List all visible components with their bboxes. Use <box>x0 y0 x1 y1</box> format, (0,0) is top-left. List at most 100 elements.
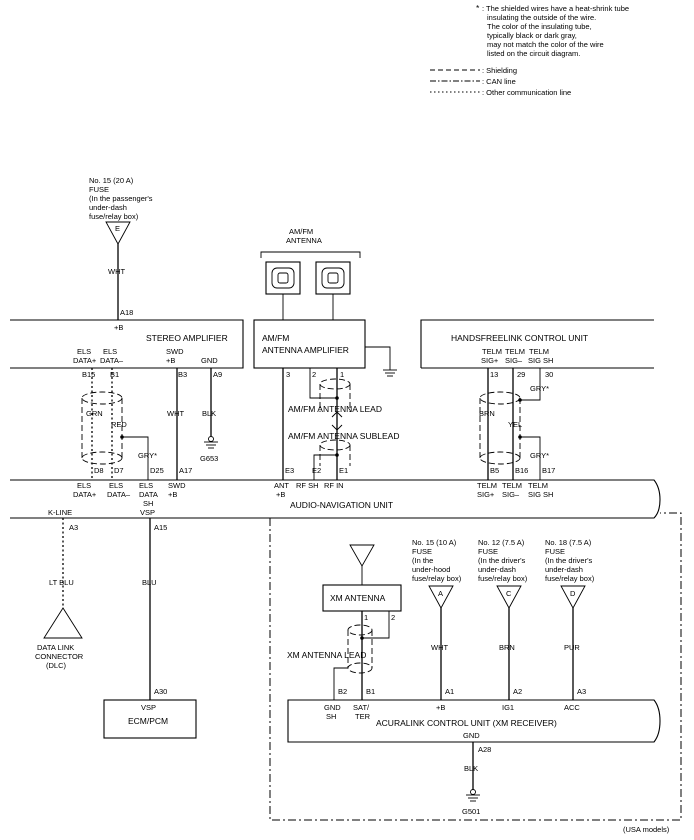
wire-color-label: BLK <box>202 409 216 418</box>
pin-number: B2 <box>338 687 347 696</box>
pin-number: E2 <box>312 466 321 475</box>
pin-number: B17 <box>542 466 555 475</box>
fuse-label: under-dash <box>545 565 583 574</box>
ground-label: G501 <box>462 807 480 816</box>
pin-number: 2 <box>391 613 395 622</box>
pin-label: SWD <box>168 481 186 490</box>
ecm-pcm-box <box>103 699 197 739</box>
pin-number: 13 <box>490 370 498 379</box>
fuse-label: No. 18 (7.5 A) <box>545 538 592 547</box>
component-title: ECM/PCM <box>128 716 168 726</box>
pin-label: RF SH <box>296 481 319 490</box>
legend-shielding-label: : Shielding <box>482 66 517 75</box>
pin-number: B5 <box>490 466 499 475</box>
fuse-a-group: No. 15 (10 A) FUSE (In the under-hood fu… <box>412 538 462 700</box>
pin-label: ELS <box>77 347 91 356</box>
fuse-label: FUSE <box>89 185 109 194</box>
pin-label: VSP <box>141 703 156 712</box>
pin-number: D25 <box>150 466 164 475</box>
pin-label: DATA+ <box>73 490 97 499</box>
fuse-label: (In the passenger's <box>89 194 153 203</box>
handsfreelink-unit: HANDSFREELINK CONTROL UNIT TELM TELM TEL… <box>420 319 654 480</box>
stereo-amplifier-box <box>10 319 244 369</box>
pin-label: DATA+ <box>73 356 97 365</box>
wire-color-label: WHT <box>431 643 448 652</box>
dlc-label: (DLC) <box>46 661 67 670</box>
shield-top <box>81 391 123 405</box>
fuse-label: fuse/relay box) <box>545 574 595 583</box>
shield-bottom <box>81 451 123 465</box>
pin-number: A1 <box>445 687 454 696</box>
pin-number: B3 <box>178 370 187 379</box>
am-fm-antenna-group: AM/FM ANTENNA AM/FM ANTENNA AMPLIFIER 3 … <box>253 227 399 480</box>
handsfreelink-box <box>420 319 654 368</box>
component-title: AM/FM <box>262 333 289 343</box>
component-title: AUDIO-NAVIGATION UNIT <box>290 500 393 510</box>
fuse-label: fuse/relay box) <box>478 574 528 583</box>
pin-number: 1 <box>340 370 344 379</box>
wire-color-label: GRN <box>86 409 103 418</box>
fuse-label: FUSE <box>412 547 432 556</box>
antenna-amplifier-box <box>253 319 366 369</box>
legend: * : The shielded wires have a heat-shrin… <box>430 3 629 97</box>
pin-label: SIG+ <box>477 490 495 499</box>
legend-note-line: The color of the insulating tube, <box>487 22 592 31</box>
wire-color-label: WHT <box>108 267 125 276</box>
pin-label: SIG– <box>502 490 520 499</box>
pin-number: 29 <box>517 370 525 379</box>
pin-number: A15 <box>154 523 167 532</box>
pin-label: SWD <box>166 347 184 356</box>
pin-label: TELM <box>502 481 522 490</box>
lead-label: XM ANTENNA LEAD <box>287 650 366 660</box>
footer-note: (USA models) <box>623 825 670 834</box>
fuse-letter: E <box>115 224 120 233</box>
pin-label: DATA– <box>107 490 131 499</box>
fuse-label: No. 15 (10 A) <box>412 538 457 547</box>
component-title: XM ANTENNA <box>330 593 386 603</box>
pin-label: TELM <box>482 347 502 356</box>
pin-label: SAT/ <box>353 703 370 712</box>
fuse-d-group: No. 18 (7.5 A) FUSE (In the driver's und… <box>545 538 595 700</box>
component-title: HANDSFREELINK CONTROL UNIT <box>451 333 588 343</box>
pin-number: B1 <box>110 370 119 379</box>
pin-label: RF IN <box>324 481 344 490</box>
ground-label: G653 <box>200 454 218 463</box>
wire-color-label: GRY* <box>530 384 549 393</box>
antenna-element-1 <box>265 261 301 295</box>
fuse-label: No. 12 (7.5 A) <box>478 538 525 547</box>
pin-number: E3 <box>285 466 294 475</box>
pin-number: A17 <box>179 466 192 475</box>
pin-label: TELM <box>477 481 497 490</box>
pin-label: +B <box>436 703 445 712</box>
pin-label: SIG SH <box>528 490 553 499</box>
pin-label: +B <box>168 490 177 499</box>
xm-antenna-icon <box>349 544 375 567</box>
fuse-label: (In the <box>412 556 433 565</box>
fuse-label: No. 15 (20 A) <box>89 176 134 185</box>
fuse-letter: C <box>506 589 512 598</box>
wire-color-label: YEL <box>508 420 522 429</box>
ground-icon <box>204 436 218 449</box>
pin-label: +B <box>276 490 285 499</box>
pin-label: SH <box>326 712 336 721</box>
pin-number: 2 <box>312 370 316 379</box>
pin-number: 3 <box>286 370 290 379</box>
fuse-letter: A <box>438 589 443 598</box>
pin-label: DATA <box>139 490 158 499</box>
pin-label: ELS <box>109 481 123 490</box>
wire-color-label: BLU <box>142 578 157 587</box>
pin-number: B15 <box>82 370 95 379</box>
signal-label: VSP <box>140 508 155 517</box>
antenna-title: ANTENNA <box>286 236 322 245</box>
sublead-label: AM/FM ANTENNA SUBLEAD <box>288 431 399 441</box>
fuse-label: under-hood <box>412 565 450 574</box>
dlc-triangle-icon <box>43 607 83 639</box>
fuse-triangle-icon <box>428 585 454 609</box>
vsp-group: VSP A15 BLU A30 VSP ECM/PCM <box>103 508 197 739</box>
acuralink-box <box>287 699 661 743</box>
ground-icon <box>466 789 480 802</box>
fuse-c-group: No. 12 (7.5 A) FUSE (In the driver's und… <box>478 538 528 700</box>
legend-note-line: may not match the color of the wire <box>487 40 604 49</box>
wire-color-label: PUR <box>564 643 580 652</box>
